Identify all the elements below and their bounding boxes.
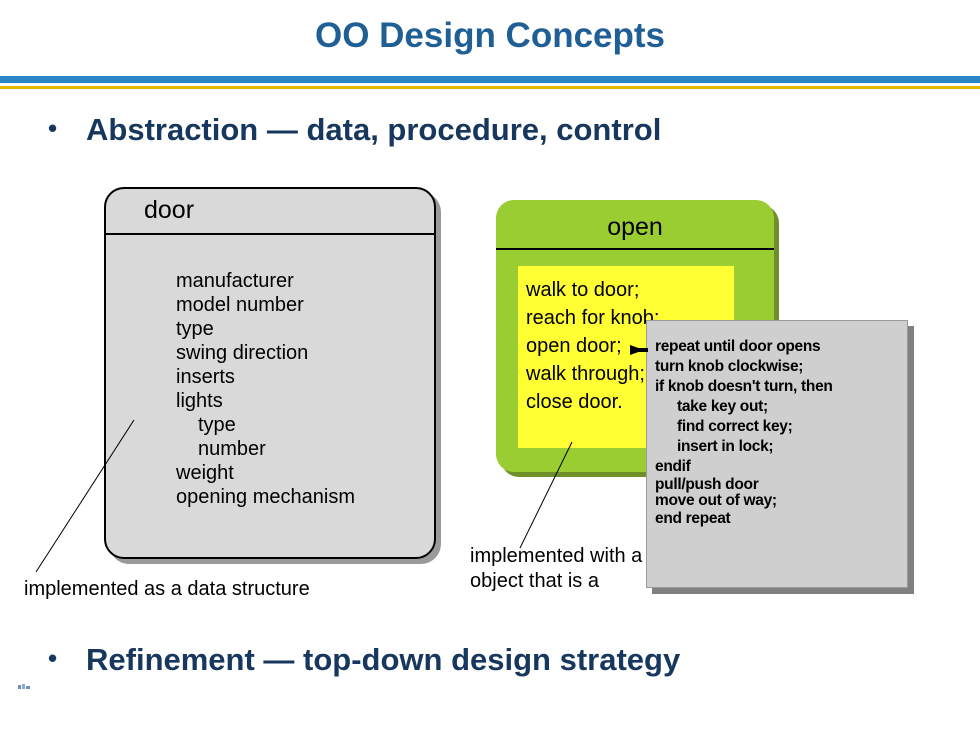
door-attribute: swing direction bbox=[176, 342, 309, 364]
door-attribute: opening mechanism bbox=[176, 486, 355, 508]
door-attribute-list: manufacturer model number type swing dir… bbox=[176, 269, 355, 509]
door-attribute-sub: number bbox=[198, 438, 266, 460]
door-attribute: lights bbox=[176, 390, 223, 412]
bullet-abstraction-text: Abstraction — data, procedure, control bbox=[86, 112, 662, 147]
popup-line-indented: take key out; bbox=[677, 398, 768, 415]
open-caption-line2: object that is a bbox=[470, 570, 599, 592]
popup-line: endif bbox=[655, 458, 691, 475]
refinement-popup: repeat until door opens turn knob clockw… bbox=[646, 320, 908, 588]
popup-line-indented: find correct key; bbox=[677, 418, 793, 435]
door-attribute: weight bbox=[176, 462, 234, 484]
door-class-name: door bbox=[106, 189, 434, 235]
bullet-dot: • bbox=[48, 113, 58, 143]
open-caption-line1: implemented with a bbox=[470, 545, 643, 567]
bullet-refinement-text: Refinement — top-down design strategy bbox=[86, 642, 681, 677]
logo-icon bbox=[18, 684, 30, 689]
bullet-refinement: • Refinement — top-down design strategy bbox=[48, 642, 680, 678]
door-attribute: manufacturer bbox=[176, 270, 294, 292]
door-class-box: door manufacturer model number type swin… bbox=[104, 187, 436, 559]
open-procedure-box: open walk to door; reach for knob; open … bbox=[496, 200, 774, 472]
arrow-right-icon bbox=[630, 345, 648, 355]
bullet-abstraction: • Abstraction — data, procedure, control bbox=[48, 112, 661, 148]
door-attribute-sub: type bbox=[198, 414, 236, 436]
popup-line: repeat until door opens bbox=[655, 338, 821, 355]
door-attribute: model number bbox=[176, 294, 304, 316]
door-attribute: inserts bbox=[176, 366, 235, 388]
procedure-step: open door; bbox=[526, 335, 622, 357]
popup-line: pull/push door bbox=[655, 476, 759, 493]
popup-line: end repeat bbox=[655, 510, 731, 527]
popup-line-indented: insert in lock; bbox=[677, 438, 774, 455]
procedure-step: reach for knob; bbox=[526, 307, 660, 329]
door-attribute: type bbox=[176, 318, 214, 340]
door-leader-line bbox=[35, 419, 135, 573]
bullet-dot: • bbox=[48, 643, 58, 673]
title-rule-yellow bbox=[0, 86, 980, 89]
title-rule-blue bbox=[0, 76, 980, 83]
slide-title: OO Design Concepts bbox=[314, 16, 666, 55]
door-caption: implemented as a data structure bbox=[24, 578, 310, 600]
open-procedure-name: open bbox=[496, 208, 774, 250]
procedure-step: walk through; bbox=[526, 363, 645, 385]
popup-line: turn knob clockwise; bbox=[655, 358, 804, 375]
popup-line: if knob doesn't turn, then bbox=[655, 378, 833, 395]
procedure-step: walk to door; bbox=[526, 279, 640, 301]
popup-line: move out of way; bbox=[655, 492, 777, 509]
open-leader-line bbox=[519, 441, 573, 549]
procedure-step: close door. bbox=[526, 391, 623, 413]
